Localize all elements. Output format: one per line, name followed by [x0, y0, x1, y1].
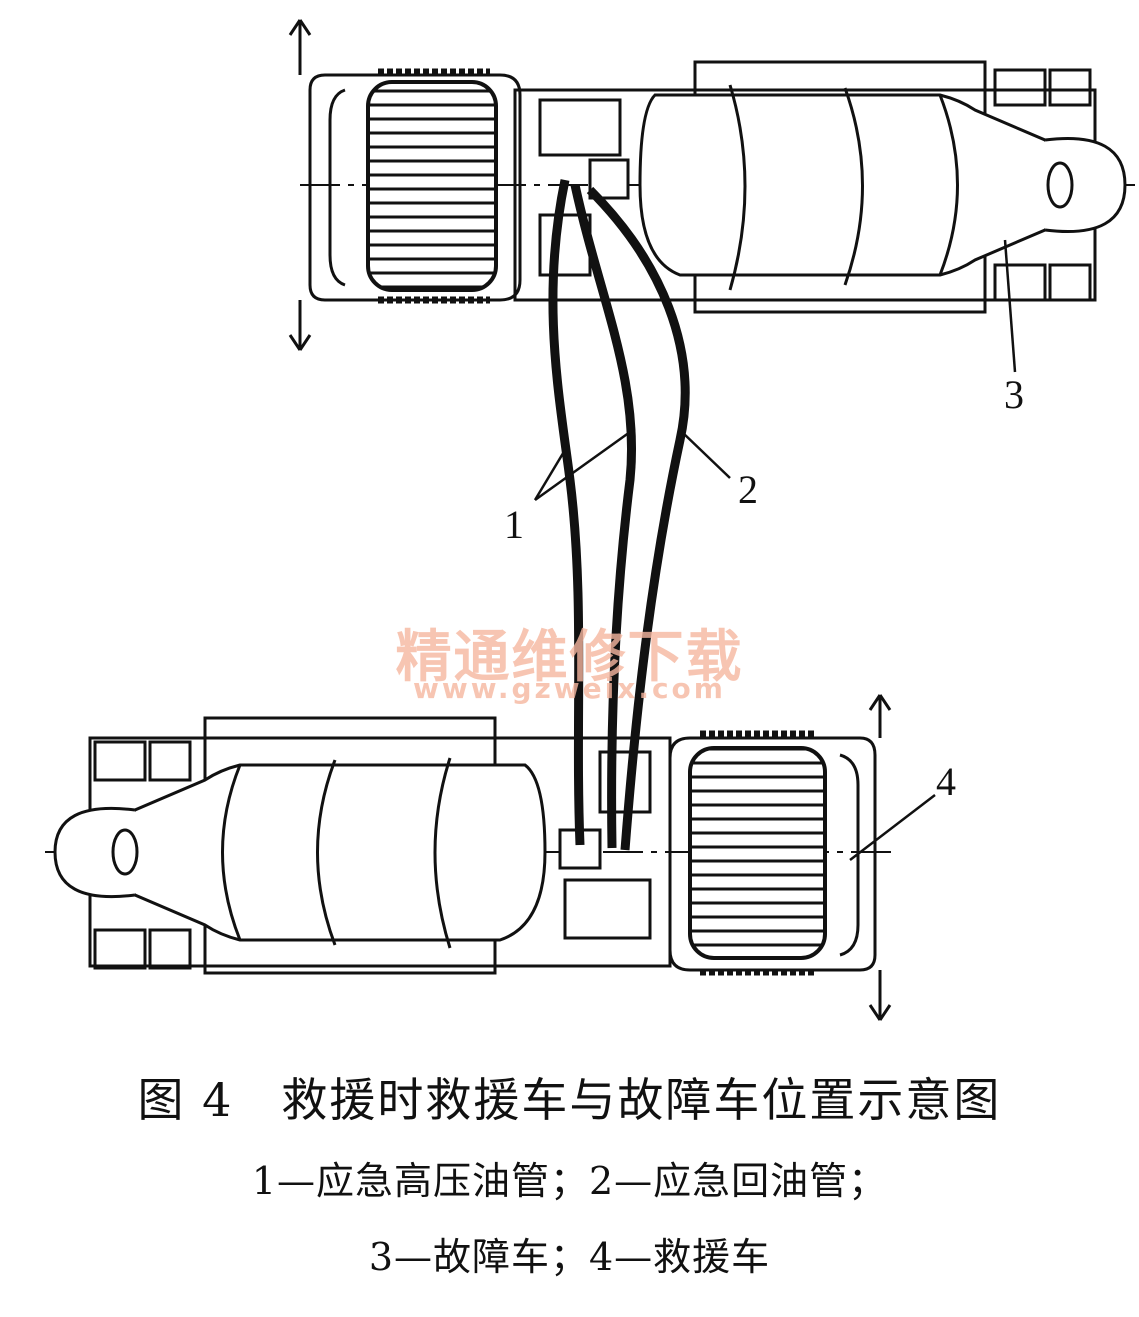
- leader-lines: [533, 239, 1017, 861]
- legend-line-1: 1—应急高压油管；2—应急回油管；: [251, 1159, 888, 1203]
- figure-title: 图 4 救援时救援车与故障车位置示意图: [137, 1073, 1002, 1127]
- watermark-url: www.gzweix.com: [413, 672, 726, 705]
- callout-1: 1: [504, 502, 524, 547]
- rescue-truck: [45, 694, 895, 1021]
- legend-line-2: 3—故障车；4—救援车: [368, 1235, 771, 1279]
- callout-3: 3: [1004, 372, 1024, 417]
- faulty-truck: [288, 19, 1135, 351]
- watermark-text: 精通维修下载: [395, 625, 744, 690]
- hose-high-pressure-b: [570, 184, 637, 849]
- hose-high-pressure-a: [548, 179, 585, 846]
- callout-4: 4: [936, 759, 956, 804]
- callout-2: 2: [738, 467, 758, 512]
- emergency-hoses: [548, 179, 690, 851]
- hose-return: [586, 186, 690, 851]
